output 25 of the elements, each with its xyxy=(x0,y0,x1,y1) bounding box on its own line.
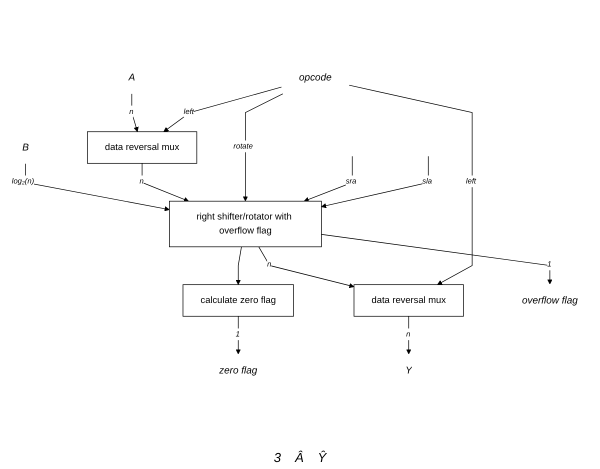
arrow xyxy=(348,84,472,285)
signal-name: Y xyxy=(405,364,412,376)
signal-label: Â xyxy=(294,450,304,465)
arrow xyxy=(236,246,242,285)
signal-label: 3 xyxy=(274,450,281,465)
arrow xyxy=(163,86,282,132)
arrow xyxy=(321,234,552,284)
signal-name: opcode xyxy=(299,72,332,84)
arrow xyxy=(242,94,284,202)
signal-label: Ŷ xyxy=(318,450,326,465)
arrow xyxy=(304,156,353,202)
arrow xyxy=(25,163,170,212)
arrow xyxy=(406,316,412,354)
arrow xyxy=(321,156,429,208)
process-box: calculate zero flag xyxy=(182,284,294,317)
signal-name: A xyxy=(128,72,136,84)
signal-name: zero flag xyxy=(219,364,258,376)
arrow xyxy=(142,162,189,202)
arrow xyxy=(131,94,139,132)
process-box: data reversal mux xyxy=(87,131,198,164)
arrow xyxy=(258,246,354,288)
process-box: right shifter/rotator with overflow flag xyxy=(169,200,322,248)
signal-name: B xyxy=(22,142,29,153)
process-box: data reversal mux xyxy=(354,284,464,317)
signal-name: overflow flag xyxy=(522,294,578,306)
